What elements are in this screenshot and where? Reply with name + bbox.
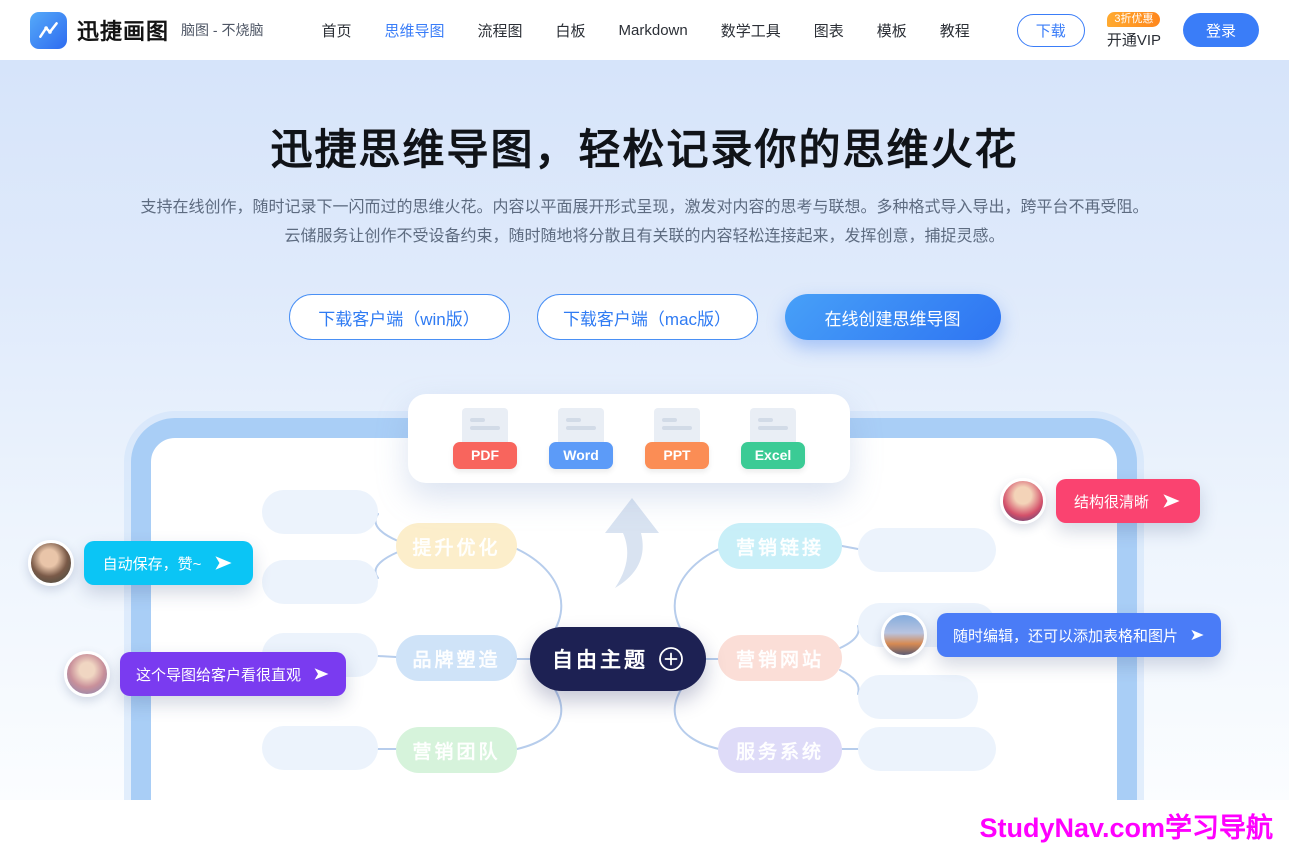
- vip-discount-badge: 3折优惠: [1107, 12, 1161, 27]
- ppt-label: PPT: [645, 441, 709, 469]
- comment-bubble-autosave: 自动保存，赞~: [28, 540, 253, 586]
- branch-node-links: 营销链接: [718, 523, 842, 569]
- send-icon: [1191, 629, 1204, 641]
- hero-description-line2: 云储服务让创作不受设备约束，随时随地将分散且有关联的内容轻松连接起来，发挥创意，…: [284, 228, 1005, 245]
- header-actions: 下载 3折优惠 开通VIP 登录: [1016, 10, 1259, 50]
- word-file-icon: Word: [549, 406, 613, 472]
- nav-item-flowchart[interactable]: 流程图: [477, 22, 523, 40]
- subtopic-node: [262, 560, 378, 604]
- comment-text: 自动保存，赞~: [102, 555, 202, 573]
- avatar: [1000, 478, 1046, 524]
- comment-bubble[interactable]: 自动保存，赞~: [84, 541, 253, 585]
- comment-bubble[interactable]: 结构很清晰: [1056, 479, 1200, 523]
- branch-node-brand: 品牌塑造: [396, 635, 517, 681]
- branch-node-service: 服务系统: [718, 727, 842, 773]
- nav-item-markdown[interactable]: Markdown: [618, 21, 688, 39]
- comment-text: 这个导图给客户看很直观: [136, 666, 302, 684]
- subtopic-node: [262, 490, 378, 534]
- subtopic-node: [262, 726, 378, 770]
- subtopic-node: [858, 528, 996, 572]
- nav-item-tutorials[interactable]: 教程: [939, 22, 970, 40]
- add-topic-icon[interactable]: [658, 646, 684, 672]
- pdf-file-icon: PDF: [453, 406, 517, 472]
- hero-description-line1: 支持在线创作，随时记录下一闪而过的思维火花。内容以平面展开形式呈现，激发对内容的…: [140, 199, 1149, 216]
- branch-node-improve: 提升优化: [396, 523, 517, 569]
- send-icon: [215, 556, 232, 570]
- avatar: [28, 540, 74, 586]
- comment-bubble[interactable]: 随时编辑，还可以添加表格和图片: [937, 613, 1221, 657]
- download-win-button[interactable]: 下载客户端（win版）: [288, 294, 510, 340]
- export-formats-card: PDF Word PPT Excel: [408, 394, 850, 483]
- top-navbar: 迅捷画图 脑图 - 不烧脑 首页 思维导图 流程图 白板 Markdown 数学…: [0, 0, 1289, 60]
- subtopic-node: [858, 675, 978, 719]
- main-nav: 首页 思维导图 流程图 白板 Markdown 数学工具 图表 模板 教程: [321, 20, 969, 41]
- page-title: 迅捷思维导图，轻松记录你的思维火花: [270, 126, 1019, 173]
- download-mac-button[interactable]: 下载客户端（mac版）: [536, 294, 758, 340]
- central-topic-node[interactable]: 自由主题: [530, 627, 706, 691]
- brand-logo-icon[interactable]: [30, 11, 67, 49]
- hero-description: 支持在线创作，随时记录下一闪而过的思维火花。内容以平面展开形式呈现，激发对内容的…: [0, 193, 1289, 251]
- avatar: [64, 651, 110, 697]
- comment-text: 结构很清晰: [1073, 493, 1149, 511]
- brand-name[interactable]: 迅捷画图: [77, 19, 170, 44]
- comment-text: 随时编辑，还可以添加表格和图片: [953, 627, 1179, 645]
- pdf-label: PDF: [453, 441, 517, 469]
- download-button[interactable]: 下载: [1016, 13, 1085, 47]
- watermark: StudyNav.com学习导航: [979, 813, 1273, 843]
- send-icon: [1163, 494, 1180, 508]
- branch-node-team: 营销团队: [396, 727, 517, 773]
- open-vip-button[interactable]: 3折优惠 开通VIP: [1107, 12, 1161, 50]
- excel-file-icon: Excel: [741, 406, 805, 472]
- nav-item-whiteboard[interactable]: 白板: [555, 22, 586, 40]
- comment-bubble[interactable]: 这个导图给客户看很直观: [120, 652, 346, 696]
- brand-tagline: 脑图 - 不烧脑: [181, 22, 264, 38]
- nav-item-mindmap[interactable]: 思维导图: [384, 22, 445, 40]
- ppt-file-icon: PPT: [645, 406, 709, 472]
- nav-item-charts[interactable]: 图表: [813, 22, 844, 40]
- vip-label: 开通VIP: [1106, 32, 1161, 49]
- login-button[interactable]: 登录: [1183, 13, 1259, 47]
- cta-button-row: 下载客户端（win版） 下载客户端（mac版） 在线创建思维导图: [0, 294, 1289, 340]
- avatar: [881, 612, 927, 658]
- nav-item-home[interactable]: 首页: [321, 22, 352, 40]
- comment-bubble-clear-structure: 结构很清晰: [1000, 478, 1200, 524]
- hero-section: 迅捷思维导图，轻松记录你的思维火花 支持在线创作，随时记录下一闪而过的思维火花。…: [0, 60, 1289, 800]
- chart-line-icon: [39, 21, 58, 38]
- comment-bubble-edit-anytime: 随时编辑，还可以添加表格和图片: [881, 612, 1221, 658]
- send-icon: [314, 668, 329, 680]
- excel-label: Excel: [741, 441, 805, 469]
- nav-item-math-tools[interactable]: 数学工具: [720, 22, 781, 40]
- comment-bubble-intuitive: 这个导图给客户看很直观: [64, 651, 346, 697]
- nav-item-templates[interactable]: 模板: [876, 22, 907, 40]
- word-label: Word: [549, 441, 613, 469]
- branch-node-website: 营销网站: [718, 635, 842, 681]
- central-topic-label: 自由主题: [552, 649, 648, 672]
- subtopic-node: [858, 727, 996, 771]
- create-online-button[interactable]: 在线创建思维导图: [784, 294, 1001, 340]
